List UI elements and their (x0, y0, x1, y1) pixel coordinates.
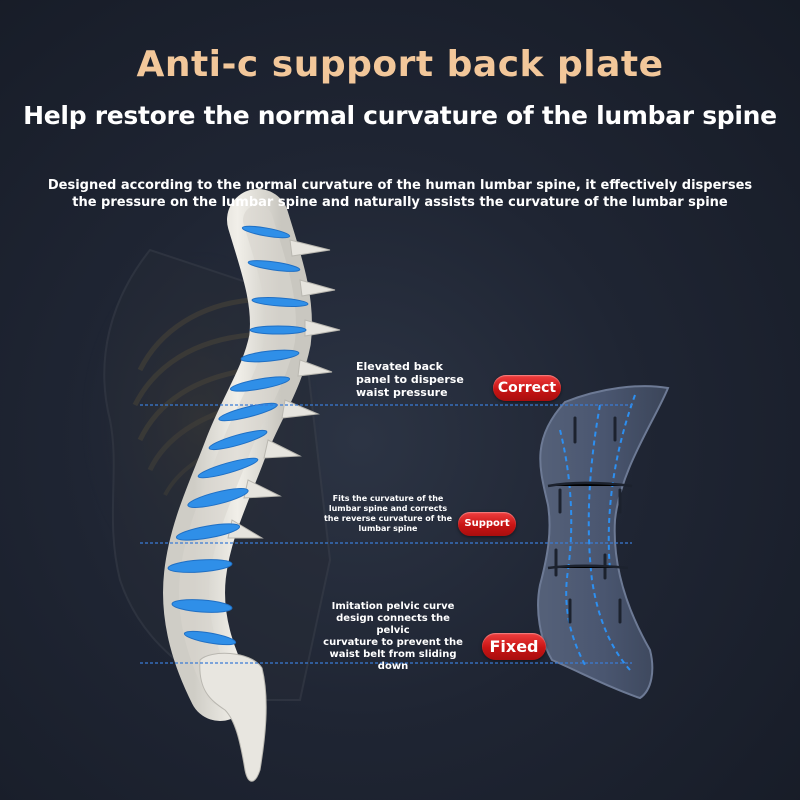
description: Designed according to the normal curvatu… (20, 177, 780, 211)
guide-lines (140, 404, 632, 664)
callout-line: design connects the pelvic (336, 613, 450, 636)
page-title: Anti-c support back plate (136, 44, 664, 85)
callout-line: the reverse curvature of the (323, 514, 453, 523)
callout-line: lumbar spine (358, 524, 418, 533)
callout-line: down (377, 661, 409, 672)
description-line: the pressure on the lumbar spine and nat… (72, 195, 728, 210)
callout-line: panel to disperse (356, 373, 464, 386)
callout-correct-text: Elevated back panel to disperse waist pr… (356, 360, 476, 399)
fixed-badge: Fixed (482, 633, 546, 660)
callout-line: waist pressure (356, 386, 448, 399)
spine (163, 189, 341, 782)
callout-support-text: Fits the curvature of the lumbar spine a… (322, 494, 454, 534)
callout-line: Imitation pelvic curve (331, 601, 455, 612)
callout-line: Fits the curvature of the (332, 494, 444, 503)
callout-line: lumbar spine and corrects (328, 504, 448, 513)
support-badge: Support (458, 512, 516, 536)
callout-line: waist belt from sliding (329, 649, 457, 660)
callout-fixed-text: Imitation pelvic curve design connects t… (318, 601, 468, 673)
description-line: Designed according to the normal curvatu… (47, 178, 753, 193)
callout-line: Elevated back (356, 360, 443, 373)
correct-badge: Correct (493, 375, 561, 401)
callout-line: curvature to prevent the (323, 637, 463, 648)
back-plate (537, 385, 670, 700)
page-subtitle: Help restore the normal curvature of the… (23, 101, 777, 130)
